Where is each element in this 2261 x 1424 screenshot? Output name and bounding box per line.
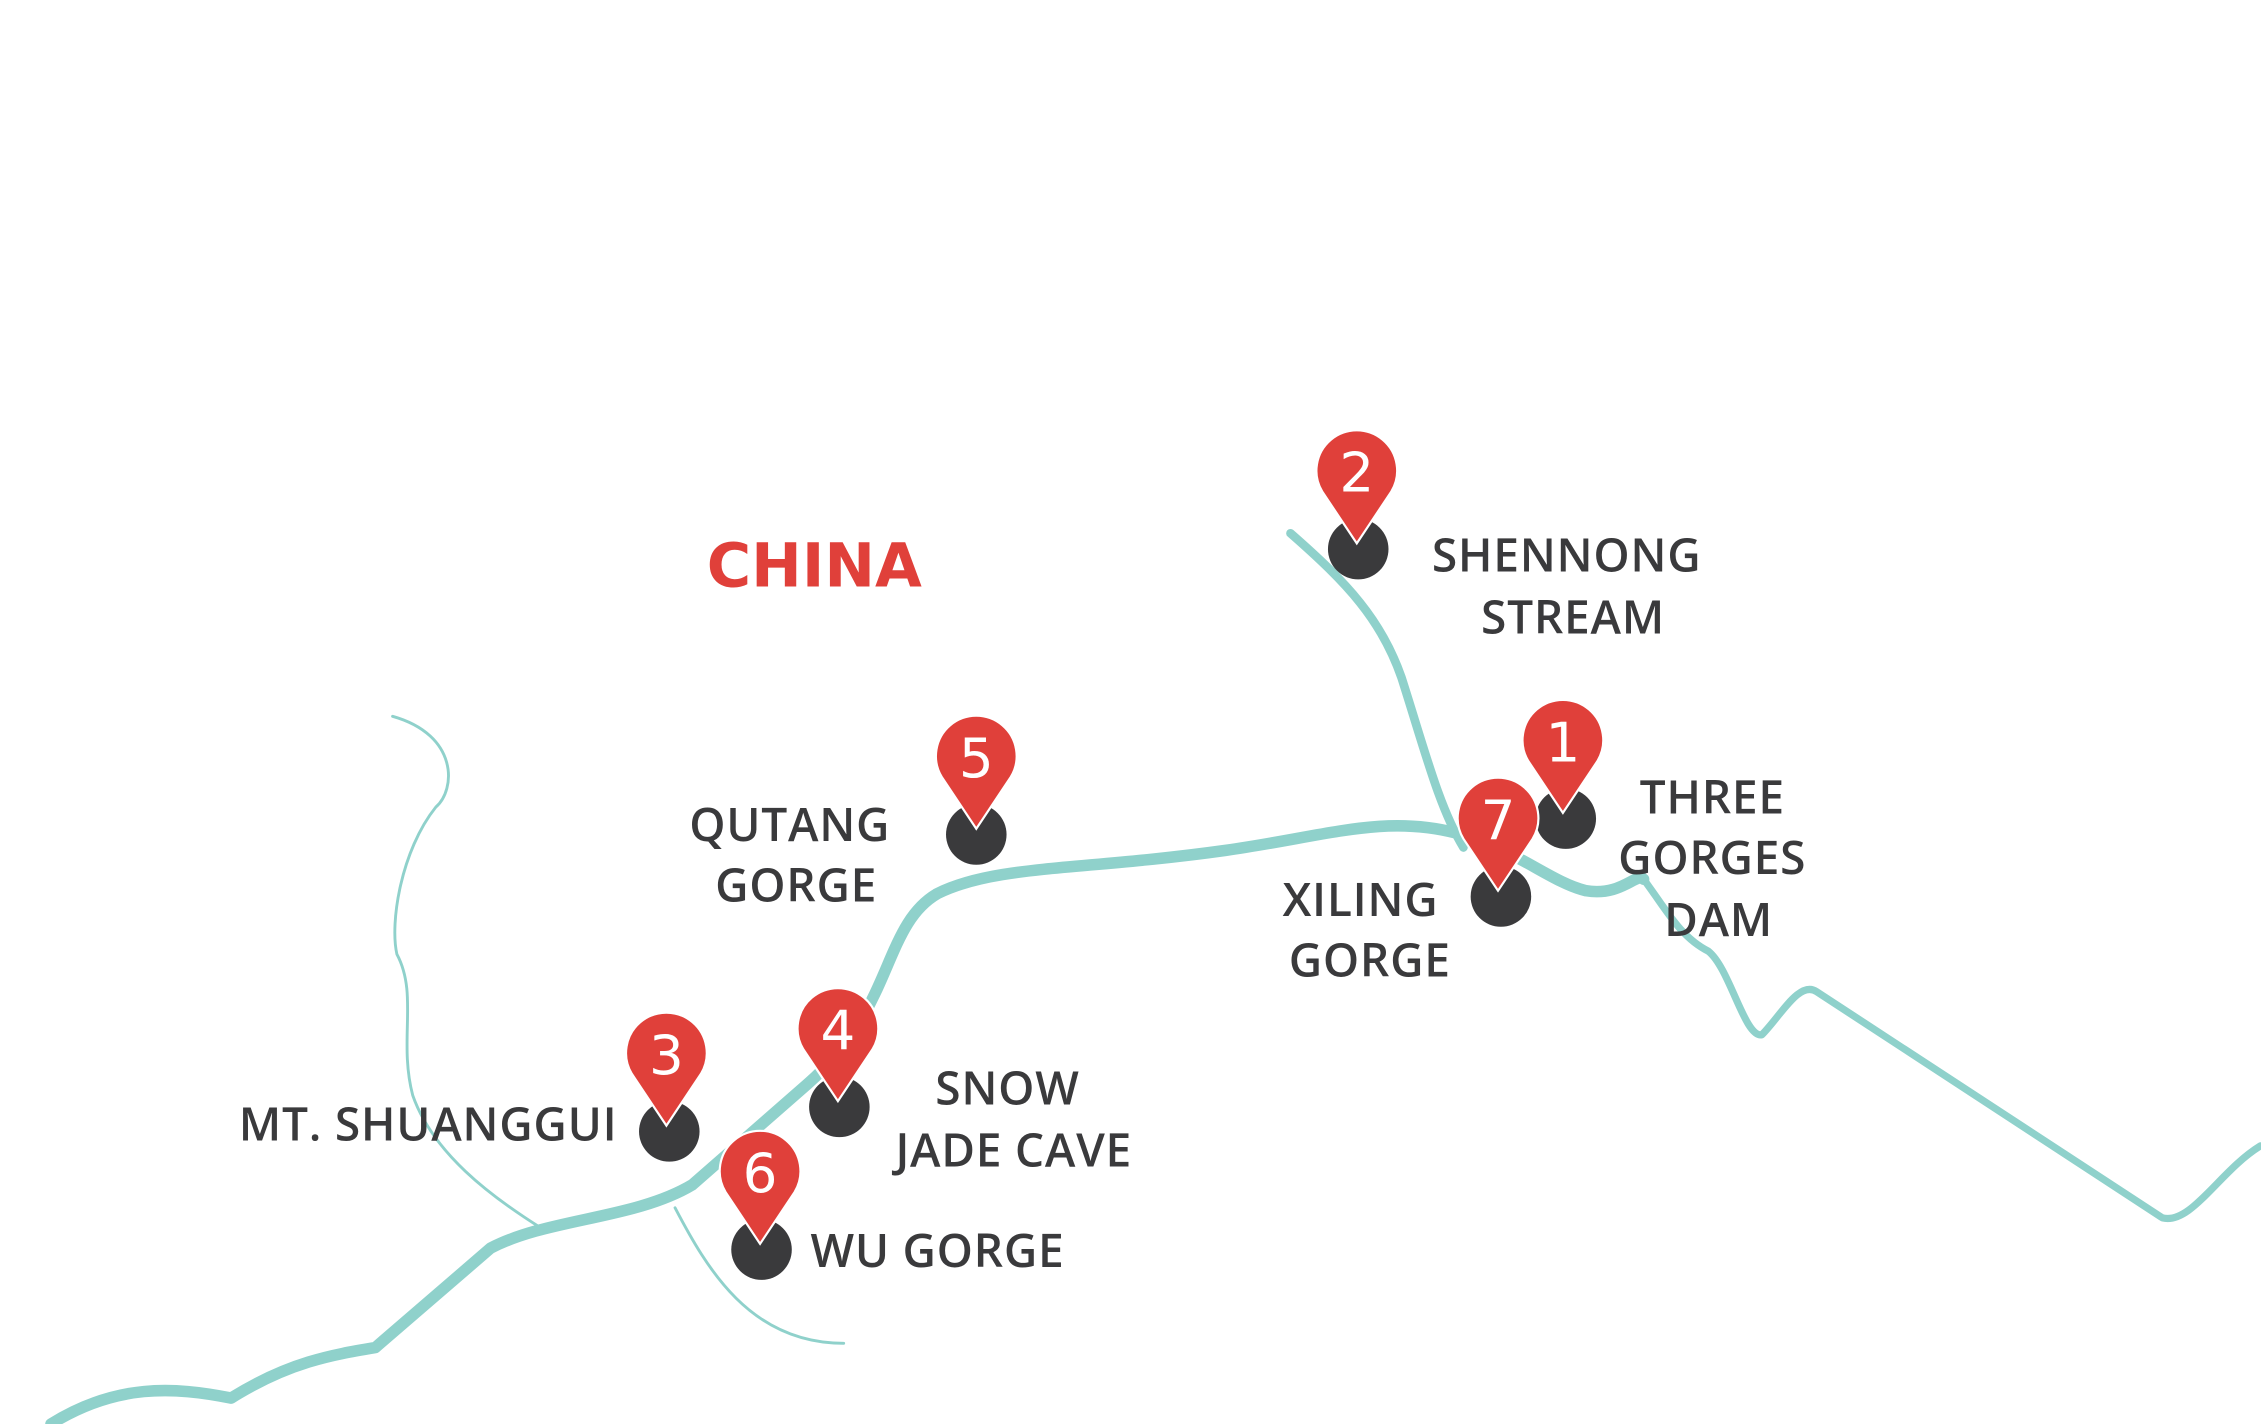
shennong-stream-river <box>1286 528 1468 852</box>
pin-number: 4 <box>820 999 855 1063</box>
yangtze-river-east <box>1639 875 2261 1223</box>
map-pin-icon <box>718 1129 802 1246</box>
pin-number: 2 <box>1339 441 1374 505</box>
rivers <box>45 528 2261 1424</box>
pin-number: 1 <box>1545 710 1580 774</box>
location-dot <box>1327 518 1389 580</box>
pin-label: THREE GORGES DAM <box>1618 764 1819 950</box>
map-pin-icon <box>624 1011 708 1128</box>
location-dot <box>809 1076 870 1138</box>
pin-number: 7 <box>1481 788 1516 852</box>
location-dot <box>946 804 1007 865</box>
location-dot <box>731 1219 792 1280</box>
map-pin-icon <box>934 714 1018 831</box>
location-dot <box>639 1101 700 1162</box>
pin-number: 3 <box>649 1023 684 1087</box>
map-pin-icon <box>1456 776 1540 893</box>
pin-label: SNOW JADE CAVE <box>892 1055 1132 1180</box>
pin-1-three-gorges-dam[interactable]: 1 THREE GORGES DAM <box>1521 698 1819 950</box>
map-pin-icon <box>1521 698 1605 815</box>
pin-label: QUTANG GORGE <box>689 791 903 915</box>
pin-label: SHENNONG STREAM <box>1432 522 1714 647</box>
pin-number: 6 <box>743 1141 778 1205</box>
pin-4-snow-jade-cave[interactable]: 4 SNOW JADE CAVE <box>796 987 1132 1180</box>
location-dot <box>1535 788 1597 849</box>
map-pin-icon <box>796 987 880 1104</box>
west-tributary <box>391 714 543 1230</box>
pin-number: 5 <box>959 726 994 790</box>
pin-6-wu-gorge[interactable]: 6 WU GORGE <box>718 1129 1065 1281</box>
pin-label: MT. SHUANGGUI <box>239 1091 618 1154</box>
pin-label: XILING GORGE <box>1283 866 1452 990</box>
pin-3-mt-shuanggui[interactable]: 3 MT. SHUANGGUI <box>239 1011 708 1162</box>
pin-5-qutang-gorge[interactable]: 5 QUTANG GORGE <box>689 714 1018 915</box>
map-pin-icon <box>1315 429 1399 546</box>
country-label: CHINA <box>707 531 922 601</box>
wu-tributary <box>673 1206 846 1345</box>
pin-label: WU GORGE <box>811 1218 1065 1281</box>
pin-7-xiling-gorge[interactable]: 7 XILING GORGE <box>1283 776 1540 990</box>
pin-2-shennong-stream[interactable]: 2 SHENNONG STREAM <box>1315 429 1714 647</box>
location-dot <box>1470 866 1532 927</box>
